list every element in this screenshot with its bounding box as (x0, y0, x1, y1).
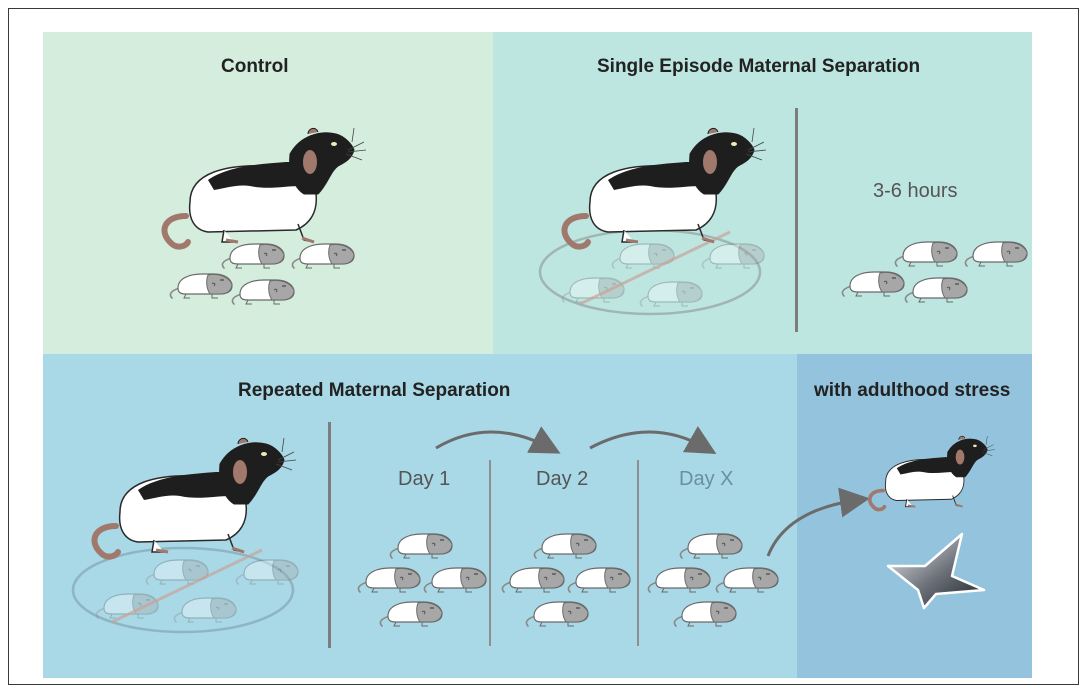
single-mother-rat-icon (564, 128, 766, 247)
pup-icon (291, 243, 355, 269)
divider-single (795, 108, 798, 332)
day-x-label: Day X (679, 468, 734, 490)
stress-star-icon (886, 532, 986, 610)
pup-icon (169, 273, 233, 299)
day-2-pups (501, 533, 631, 627)
pup-icon (904, 277, 968, 303)
divider-day2-dayx (637, 460, 639, 646)
arrow-icon (435, 426, 561, 454)
control-title: Control (221, 56, 289, 77)
pup-icon (964, 241, 1028, 267)
adult-rat-icon (867, 434, 997, 512)
repeated-title: Repeated Maternal Separation (238, 380, 511, 401)
pup-icon (221, 243, 285, 269)
panel-adulthood-stress (797, 354, 1032, 678)
control-pups (169, 243, 355, 305)
panel-single-episode (493, 32, 1032, 354)
adult-title: with adulthood stress (814, 380, 1011, 401)
arrow-icon (589, 426, 717, 454)
arrow-icon (766, 487, 870, 557)
pup-icon (894, 241, 958, 267)
day-1-pups (357, 533, 487, 627)
single-title: Single Episode Maternal Separation (597, 56, 921, 77)
single-separated-pups (841, 241, 1028, 303)
divider-day1-day2 (489, 460, 491, 646)
day-1-label: Day 1 (398, 468, 451, 490)
day-2-label: Day 2 (536, 468, 589, 490)
control-mother-rat-icon (164, 128, 366, 247)
pup-icon (841, 271, 905, 297)
divider-repeated (328, 422, 331, 648)
figure-frame (8, 8, 1079, 685)
pup-icon (231, 279, 295, 305)
day-x-pups (647, 533, 779, 627)
repeated-separation-ring-icon (71, 546, 298, 634)
repeated-mother-rat-icon (94, 438, 296, 557)
duration-label: 3-6 hours (873, 180, 958, 202)
